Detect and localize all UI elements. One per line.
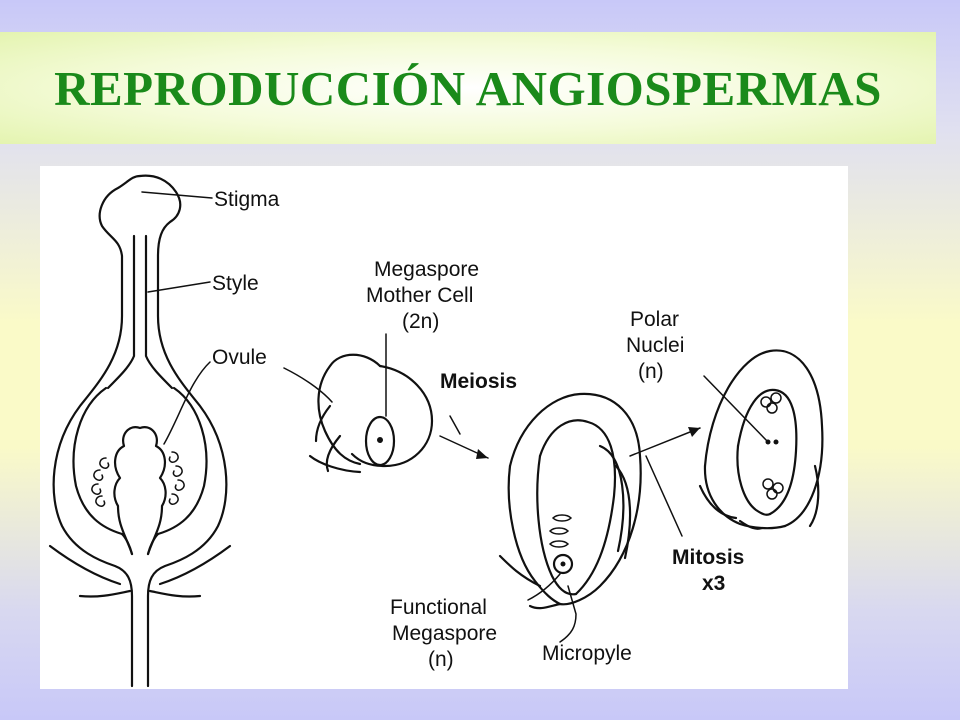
label-polar-nuclei-line1: Polar [630,308,679,331]
meiosis-tick [449,415,461,435]
label-megaspore-mother-cell-line1: Megaspore [374,258,479,281]
label-megaspore-mother-cell-line3: (2n) [402,310,439,333]
label-micropyle: Micropyle [542,642,632,665]
ovule-mother-cell-drawing [308,353,434,474]
ovule-functional-megaspore-drawing [498,392,642,610]
label-polar-nuclei-line3: (n) [638,360,664,383]
label-mitosis-line2: x3 [702,572,725,595]
label-ovule: Ovule [212,346,267,369]
micropyle-leader [559,585,577,643]
slide-title: REPRODUCCIÓN ANGIOSPERMAS [54,60,882,116]
label-meiosis: Meiosis [440,370,517,393]
stigma-leader [141,191,213,199]
title-banner: REPRODUCCIÓN ANGIOSPERMAS [0,32,936,144]
ovule-development-diagram: Stigma Style Ovule Megaspore Mother Cell… [48,174,824,688]
ovule-to-cell-leader [283,367,333,403]
label-functional-megaspore-line2: Megaspore [392,622,497,645]
label-megaspore-mother-cell-line2: Mother Cell [366,284,473,307]
label-functional-megaspore-line1: Functional [390,596,487,619]
polar-nuclei-leader [703,375,769,443]
functional-megaspore-leader [527,573,561,601]
label-stigma: Stigma [214,188,280,211]
label-polar-nuclei-line2: Nuclei [626,334,684,357]
embryo-sac-drawing [698,349,824,530]
mitosis-arrow [629,427,701,457]
ovule-leader [163,361,211,445]
label-mitosis-line1: Mitosis [672,546,744,569]
mitosis-leader [645,455,683,537]
label-style: Style [212,272,259,295]
style-leader [147,281,211,293]
label-functional-megaspore-line3: (n) [428,648,454,671]
pistil-drawing [48,174,232,688]
diagram-panel: Stigma Style Ovule Megaspore Mother Cell… [40,166,848,689]
